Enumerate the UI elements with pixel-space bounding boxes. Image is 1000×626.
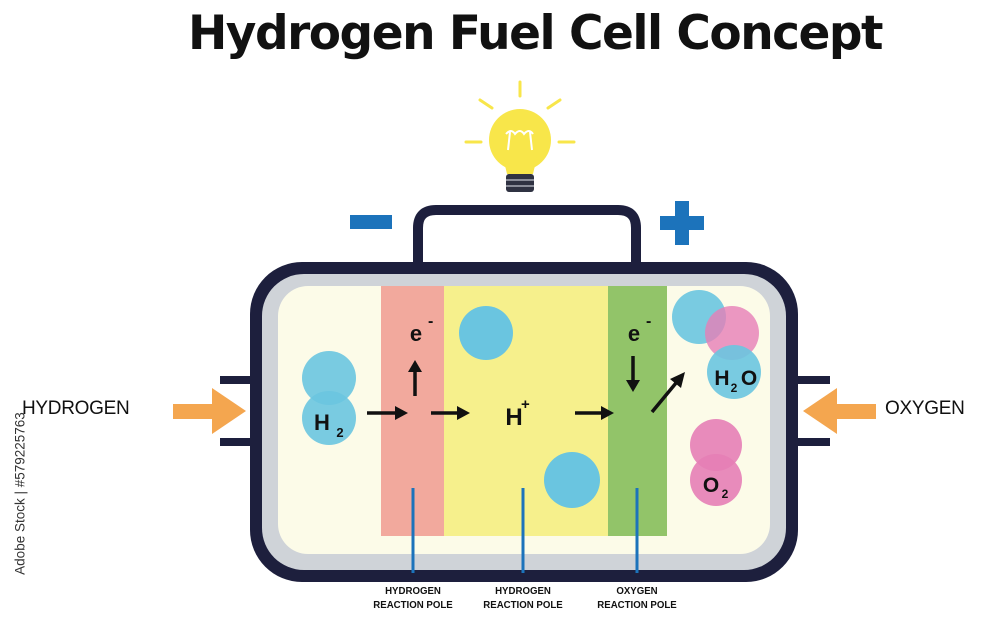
pole-label-cathode: OXYGEN REACTION POLE — [597, 585, 677, 611]
electron-anode: e - — [410, 313, 433, 346]
hydrogen-molecule: H 2 — [302, 351, 356, 445]
svg-text:2: 2 — [731, 381, 738, 395]
svg-text:+: + — [521, 396, 530, 413]
pole-label-electrolyte: HYDROGEN REACTION POLE — [483, 585, 563, 611]
proton-ball — [459, 306, 513, 360]
pole-indicator-lines — [411, 488, 639, 573]
negative-terminal-icon — [350, 215, 392, 229]
positive-terminal-icon — [660, 201, 704, 245]
pole-label-anode: HYDROGEN REACTION POLE — [373, 585, 453, 611]
svg-text:-: - — [646, 313, 651, 330]
svg-text:O: O — [741, 367, 757, 390]
circuit-wire — [413, 205, 641, 264]
svg-text:e: e — [628, 321, 640, 346]
diagram-title: Hydrogen Fuel Cell Concept — [187, 6, 884, 61]
svg-text:H: H — [505, 404, 522, 431]
electron-cathode: e - — [628, 313, 651, 346]
hydrogen-ion: H + — [505, 396, 530, 431]
svg-text:H: H — [714, 367, 729, 390]
svg-text:2: 2 — [722, 487, 729, 501]
process-arrows — [367, 356, 685, 420]
h2-label: H — [314, 410, 330, 435]
svg-text:O: O — [703, 474, 719, 497]
proton-ball — [544, 452, 600, 508]
stock-watermark: Adobe Stock | #579225763 — [12, 412, 28, 575]
svg-text:-: - — [428, 313, 433, 330]
light-bulb-icon — [464, 80, 576, 192]
hydrogen-input-label: HYDROGEN — [22, 398, 130, 419]
water-molecule: H 2 O — [672, 290, 761, 399]
h2-subscript: 2 — [336, 425, 343, 440]
svg-text:e: e — [410, 321, 422, 346]
oxygen-molecule: O 2 — [690, 419, 742, 506]
oxygen-input-arrow — [803, 388, 876, 434]
hydrogen-input-arrow — [173, 388, 246, 434]
oxygen-input-label: OXYGEN — [885, 398, 965, 419]
